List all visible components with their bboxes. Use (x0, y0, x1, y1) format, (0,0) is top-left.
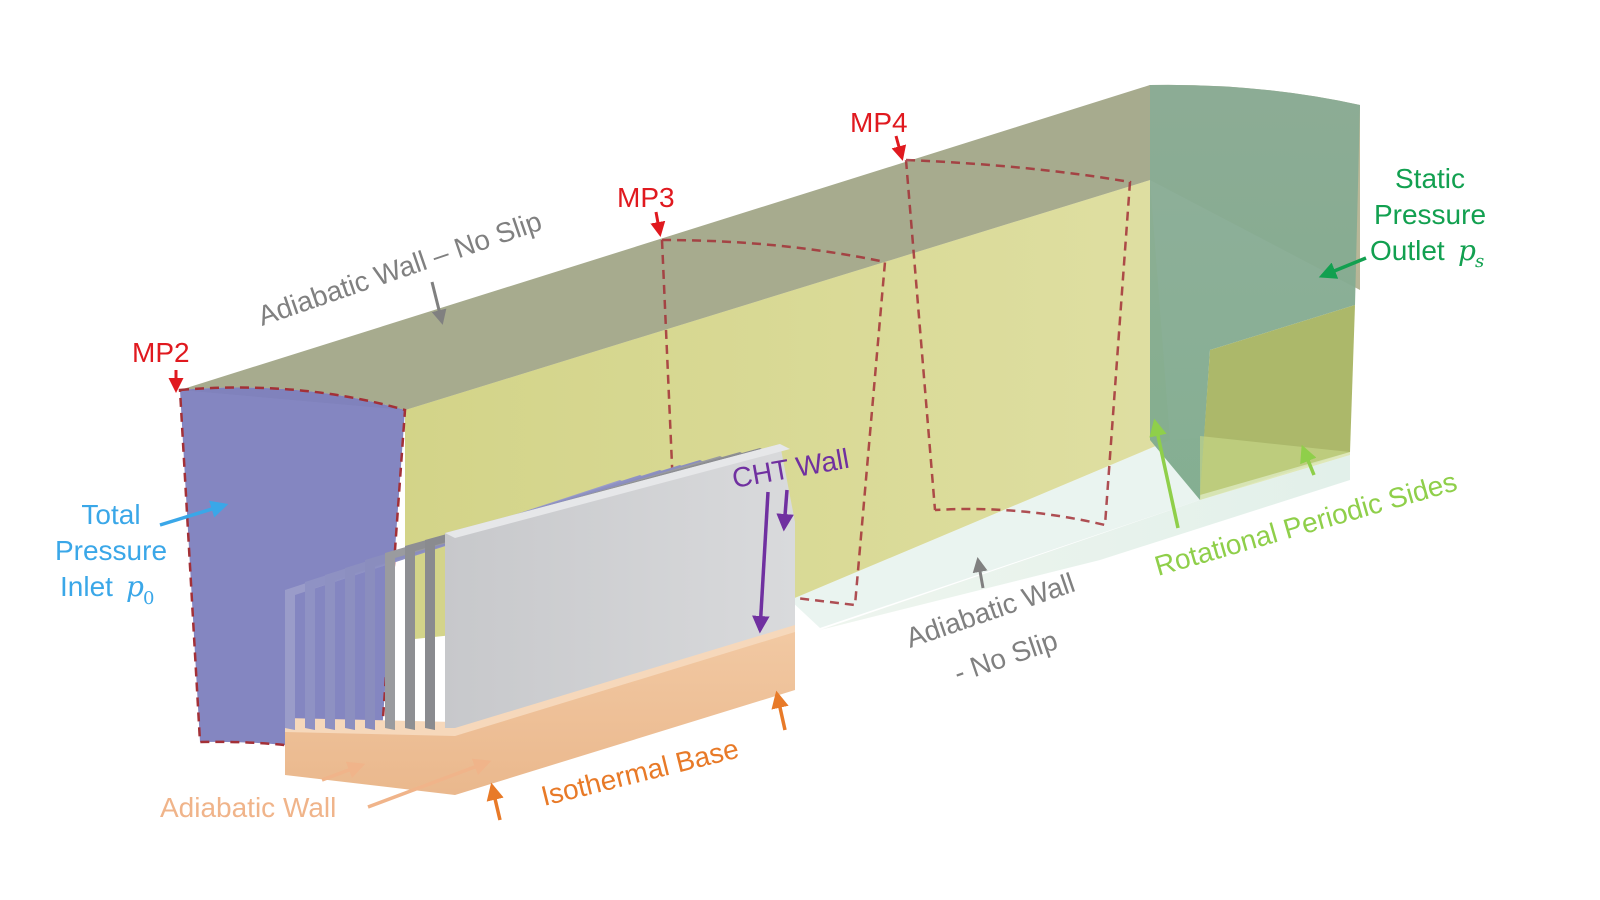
inlet-label-line1: Total (81, 499, 140, 530)
mp2-plane-outline (178, 386, 407, 762)
mp2-label: MP2 (132, 337, 190, 368)
outlet-label-line3: Outlet (1370, 235, 1445, 266)
isothermal-arrow-1 (771, 690, 789, 731)
mp4-plane-outline (904, 158, 1132, 527)
adiabatic-top-arrow (430, 281, 447, 325)
cht-wall-arrow-1 (752, 491, 770, 634)
mp4-arrow (891, 135, 907, 161)
adiabatic-base-arrow-2 (321, 761, 366, 782)
inlet-label-line3: Inlet (60, 571, 113, 602)
outlet-symbol-subscript: s (1475, 251, 1484, 272)
adiabatic-base-arrow-1 (367, 758, 492, 809)
outlet-face (1150, 84, 1360, 500)
cht-wall-arrow-2 (776, 489, 794, 532)
outlet-arrow (1318, 256, 1367, 279)
adiabatic-wall-base-label: Adiabatic Wall (160, 792, 336, 823)
outlet-label-line2: Pressure (1374, 199, 1486, 230)
heat-sink-fins (285, 444, 795, 730)
mp3-arrow (650, 211, 666, 237)
outlet-label-line1: Static (1395, 163, 1465, 194)
mp4-label: MP4 (850, 107, 908, 138)
inlet-symbol: p (126, 570, 144, 603)
periodic-arrow-2 (1300, 444, 1317, 476)
base-top-face (285, 622, 795, 736)
bottom-wall-surface (820, 455, 1350, 630)
inlet-symbol-subscript: 0 (143, 588, 154, 609)
inlet-label-line2: Pressure (55, 535, 167, 566)
mp3-label: MP3 (617, 182, 675, 213)
periodic-arrow-1 (1149, 418, 1180, 529)
isothermal-arrow-2 (486, 782, 504, 821)
adiabatic-bottom-arrow (972, 557, 988, 589)
outlet-symbol: p (1458, 234, 1476, 267)
inlet-arrow (159, 500, 229, 527)
